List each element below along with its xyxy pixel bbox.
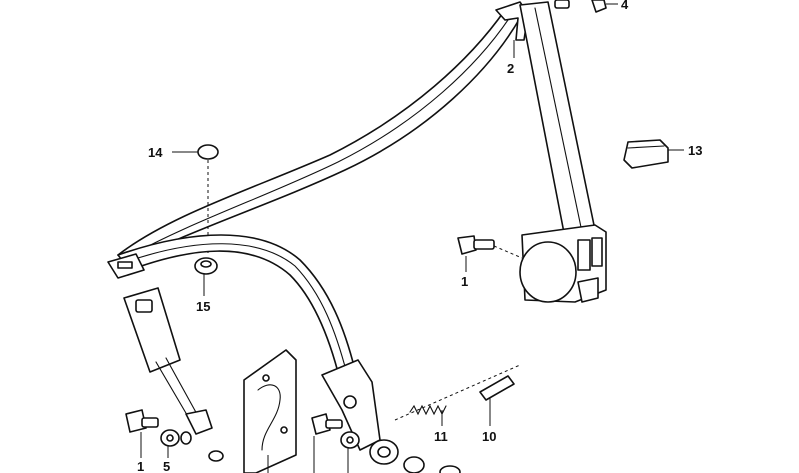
leader-lines — [140, 3, 684, 473]
washer-5 — [160, 429, 192, 447]
callout-5: 5 — [163, 459, 170, 473]
bolt-1-lower — [125, 409, 159, 433]
cover-cap-13 — [623, 139, 669, 169]
callout-10: 10 — [482, 429, 496, 444]
callout-4: 4 — [621, 0, 629, 12]
vertical-belt-strap — [519, 1, 596, 239]
callout-14: 14 — [148, 145, 163, 160]
callout-1-lower: 1 — [137, 459, 144, 473]
callout-1-upper: 1 — [461, 274, 468, 289]
anchor-bolt-4 — [554, 0, 607, 13]
belt-buckle — [123, 287, 224, 462]
upper-belt-strap — [117, 9, 521, 263]
belt-tongue — [107, 253, 145, 279]
mounting-bracket — [243, 349, 297, 473]
pin-10 — [479, 375, 515, 401]
callout-13: 13 — [688, 143, 702, 158]
spring-11 — [394, 364, 521, 421]
washers-bottom — [340, 431, 461, 473]
bolt-1-upper — [457, 235, 523, 259]
callout-11: 11 — [434, 429, 448, 444]
bolt-lower-middle — [311, 413, 343, 435]
belt-guide-loop — [495, 1, 529, 41]
belt-retractor — [519, 224, 607, 303]
callout-15: 15 — [196, 299, 210, 314]
grommet-15 — [194, 257, 218, 275]
callout-2: 2 — [507, 61, 514, 76]
